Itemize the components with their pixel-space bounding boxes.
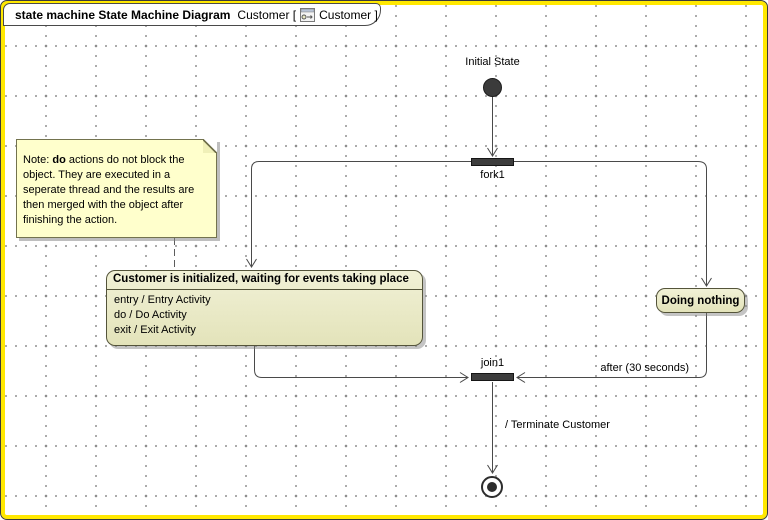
exit-activity: exit / Exit Activity: [114, 324, 196, 336]
state-title: Customer is initialized, waiting for eve…: [107, 271, 422, 290]
fork-label: fork1: [480, 169, 505, 181]
state-machine-diagram-icon: [300, 7, 316, 22]
state-doing-nothing-label: Doing nothing: [661, 294, 740, 307]
do-activity: do / Do Activity: [114, 309, 187, 321]
state-activities: entry / Entry Activity do / Do Activity …: [107, 290, 422, 338]
initial-state-node[interactable]: [483, 78, 502, 97]
note-text-prefix: Note:: [23, 154, 53, 166]
transition-join-to-final[interactable]: [487, 382, 498, 474]
diagram-header-tab[interactable]: state machine State Machine Diagram Cust…: [3, 3, 381, 26]
transition-fork-to-main-state[interactable]: [246, 161, 472, 268]
note-text-bold: do: [52, 154, 66, 166]
final-state-inner-dot: [487, 482, 497, 492]
join-label: join1: [480, 357, 505, 369]
join-bar[interactable]: [471, 373, 514, 381]
transition-after-guard-label: after (30 seconds): [600, 362, 689, 374]
transition-initial-to-fork[interactable]: [487, 97, 498, 157]
entry-activity: entry / Entry Activity: [114, 294, 211, 306]
transition-fork-to-doing-nothing[interactable]: [514, 161, 712, 287]
fork-bar[interactable]: [471, 158, 514, 166]
note-text-body: actions do not block the object. They ar…: [23, 154, 195, 226]
note-fold-corner: [203, 139, 217, 153]
initial-state-label: Initial State: [465, 56, 520, 68]
diagram-context-label: Customer ]: [319, 7, 378, 22]
diagram-name-label: Customer [: [237, 7, 297, 22]
final-state-node[interactable]: [481, 476, 503, 498]
transition-doing-nothing-to-join[interactable]: [516, 313, 707, 383]
state-doing-nothing[interactable]: Doing nothing: [656, 288, 745, 313]
state-customer-initialized[interactable]: Customer is initialized, waiting for eve…: [106, 270, 423, 346]
note-do-actions[interactable]: Note: do actions do not block the object…: [16, 139, 217, 238]
transition-main-state-to-join[interactable]: [254, 346, 469, 383]
diagram-kind-label: state machine State Machine Diagram: [15, 7, 231, 22]
transition-terminate-label: / Terminate Customer: [505, 419, 610, 431]
